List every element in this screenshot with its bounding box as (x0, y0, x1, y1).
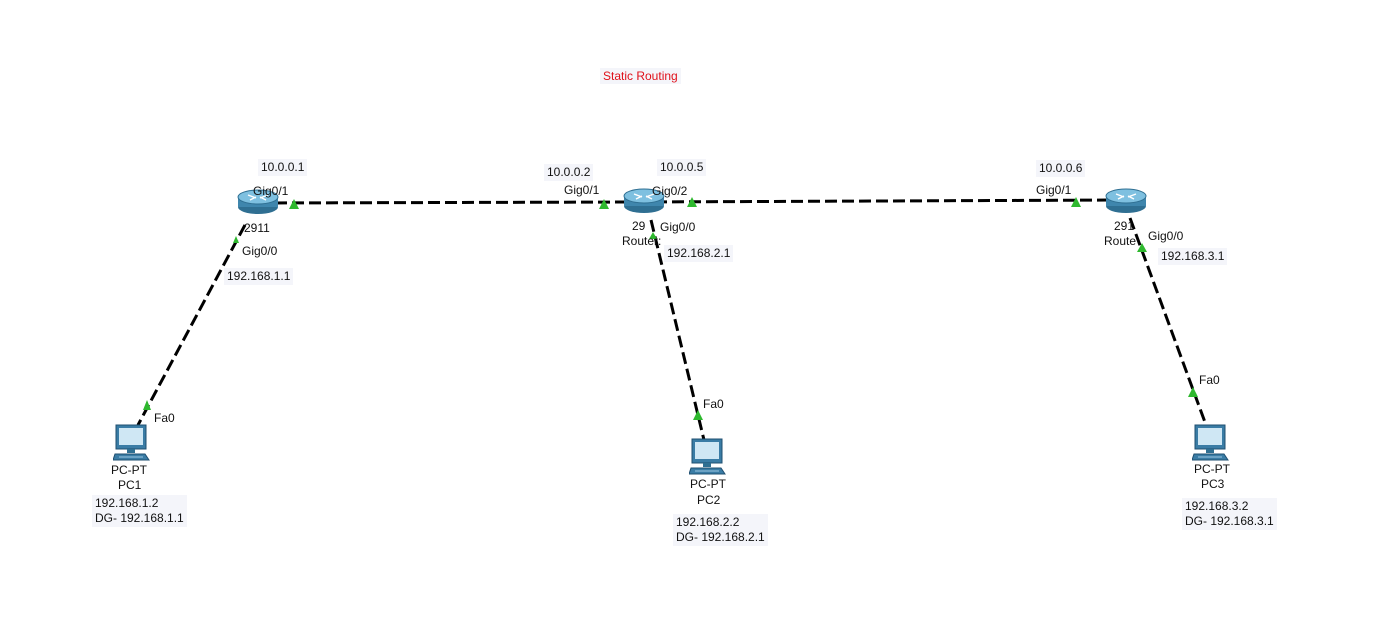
port-status-pc2-fa0 (693, 410, 703, 420)
pc-icon[interactable] (1192, 424, 1232, 462)
pc1-ip: 192.168.1.2 (95, 496, 159, 510)
link-r1-pc1[interactable] (136, 224, 247, 426)
router-icon[interactable] (622, 187, 666, 215)
pc2-port-fa0: Fa0 (703, 397, 724, 411)
pc3-ip-config: 192.168.3.2 DG- 192.168.3.1 (1182, 498, 1277, 530)
router2-ip-lan: 192.168.2.1 (664, 245, 734, 262)
router3-hostname: Route (1104, 234, 1137, 248)
pc2-ip: 192.168.2.2 (676, 515, 740, 529)
router3-ip-wan: 10.0.0.6 (1036, 160, 1086, 177)
pc2-name: PC2 (697, 493, 721, 507)
port-status-pc3-fa0 (1188, 387, 1198, 397)
port-status-r2-gig00 (649, 232, 657, 239)
pc2-type: PC-PT (690, 477, 726, 491)
router3-port-gig00: Gig0/0 (1148, 229, 1184, 243)
router1-ip-lan: 192.168.1.1 (224, 268, 294, 285)
router2-hostname: Router: (622, 234, 662, 248)
pc1-name: PC1 (118, 478, 142, 492)
router-icon[interactable] (236, 188, 280, 216)
router2-ip-right: 10.0.0.5 (657, 159, 707, 176)
pc2-ip-config: 192.168.2.2 DG- 192.168.2.1 (673, 514, 768, 546)
router-icon[interactable] (1104, 187, 1148, 215)
port-status-pc1-fa0 (143, 400, 151, 410)
router3-model: 291 (1114, 219, 1135, 233)
router1-port-gig00: Gig0/0 (242, 244, 278, 258)
pc1-type: PC-PT (111, 463, 147, 477)
port-status-r3-gig01 (1071, 197, 1081, 207)
port-status-r1-gig00 (233, 236, 239, 243)
router1-port-gig01: Gig0/1 (253, 184, 289, 198)
router2-port-gig00: Gig0/0 (660, 220, 696, 234)
pc1-port-fa0: Fa0 (154, 411, 175, 425)
pc1-gateway: DG- 192.168.1.1 (95, 511, 184, 525)
link-r1-r2[interactable] (257, 200, 639, 205)
port-status-r3-gig00 (1137, 243, 1147, 252)
router2-port-gig02: Gig0/2 (652, 184, 688, 198)
port-status-r2-gig02 (687, 197, 697, 207)
pc3-port-fa0: Fa0 (1199, 373, 1220, 387)
pc3-ip: 192.168.3.2 (1185, 499, 1249, 513)
link-r2-r3[interactable] (637, 198, 1123, 204)
link-r2-pc2[interactable] (649, 219, 706, 441)
port-status-r1-gig01 (289, 199, 299, 209)
router3-ip-lan: 192.168.3.1 (1158, 248, 1228, 265)
router1-ip-wan: 10.0.0.1 (258, 159, 308, 176)
router2-model: 29 (632, 219, 646, 233)
router3-port-gig01: Gig0/1 (1036, 183, 1072, 197)
router2-ip-left: 10.0.0.2 (544, 164, 594, 181)
pc-icon[interactable] (689, 438, 729, 476)
link-r3-pc3[interactable] (1128, 217, 1208, 426)
pc3-type: PC-PT (1194, 462, 1230, 476)
pc-icon[interactable] (113, 424, 153, 462)
pc1-ip-config: 192.168.1.2 DG- 192.168.1.1 (92, 495, 187, 527)
pc3-gateway: DG- 192.168.3.1 (1185, 514, 1274, 528)
diagram-title: Static Routing (600, 68, 681, 84)
pc3-name: PC3 (1201, 477, 1225, 491)
port-status-r2-gig01 (599, 199, 609, 209)
router1-model: 2911 (244, 221, 270, 235)
router2-port-gig01: Gig0/1 (564, 183, 600, 197)
pc2-gateway: DG- 192.168.2.1 (676, 530, 765, 544)
